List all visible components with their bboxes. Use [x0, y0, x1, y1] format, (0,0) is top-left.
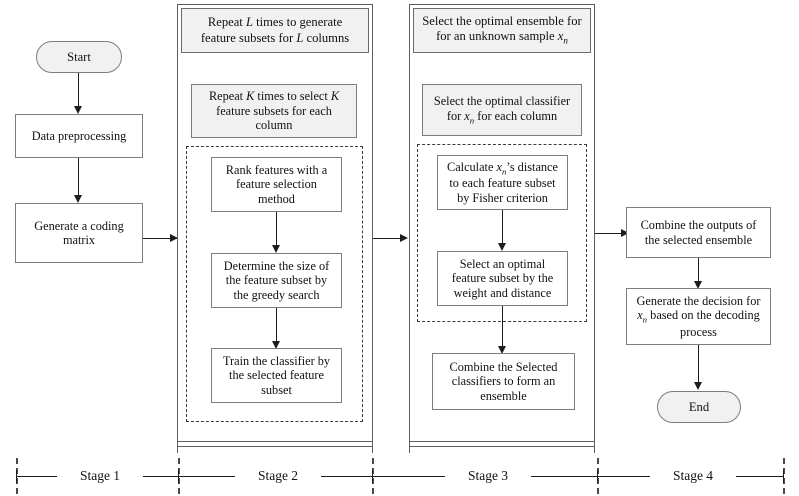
connector-determine-to-train: [276, 308, 277, 346]
stage2-bracket: [177, 441, 373, 453]
ruler-label-stage-2-text: Stage 2: [257, 468, 299, 483]
ruler-label-stage-3-text: Stage 3: [467, 468, 509, 483]
connector-start-to-preprocessing: [78, 73, 79, 111]
arrowhead-preprocessing-to-matrix: [74, 195, 82, 203]
arrowhead-calculate-to-select: [498, 243, 506, 251]
ruler-label-stage-4-text: Stage 4: [672, 468, 714, 483]
connector-stage2-to-stage3: [373, 238, 403, 239]
ruler-tick-3: [597, 470, 598, 483]
ruler-label-stage-1-text: Stage 1: [79, 468, 121, 483]
ruler-label-stage-1: Stage 1: [57, 469, 143, 483]
stage3-bracket: [409, 441, 595, 453]
ruler-line: [16, 476, 783, 477]
end-label: End: [688, 399, 710, 414]
arrowhead-stage2-to-stage3: [400, 234, 408, 242]
arrowhead-rank-to-determine: [272, 245, 280, 253]
ruler-tick-1: [178, 470, 179, 483]
connector-calculate-to-select: [502, 210, 503, 248]
connector-combine-to-decision: [698, 258, 699, 286]
ruler-tick-end: [783, 470, 784, 483]
connector-select-to-combine: [502, 306, 503, 351]
ruler-label-stage-3: Stage 3: [445, 469, 531, 483]
arrowhead-combine-to-decision: [694, 281, 702, 289]
arrowhead-start-to-preprocessing: [74, 106, 82, 114]
connector-rank-to-determine: [276, 212, 277, 250]
ruler-label-stage-4: Stage 4: [650, 469, 736, 483]
start-label: Start: [67, 49, 91, 64]
arrowhead-determine-to-train: [272, 341, 280, 349]
connector-decision-to-end: [698, 345, 699, 387]
ruler-separator-right-edge: [783, 458, 785, 494]
connector-preprocessing-to-matrix: [78, 158, 79, 200]
arrowhead-stage3-to-stage4: [621, 229, 629, 237]
connector-stage3-to-stage4: [595, 233, 625, 234]
node-data-preprocessing: Data preprocessing: [15, 114, 143, 158]
end-node: End: [657, 391, 741, 423]
ruler-tick-2: [372, 470, 373, 483]
arrowhead-stage1-to-stage2: [170, 234, 178, 242]
start-node: Start: [36, 41, 122, 73]
connector-stage1-to-stage2: [143, 238, 179, 239]
node-data-preprocessing-label: Data preprocessing: [31, 128, 127, 143]
stage2-loop-region: [186, 146, 363, 422]
ruler-tick-start: [16, 470, 17, 483]
arrowhead-decision-to-end: [694, 382, 702, 390]
ruler-label-stage-2: Stage 2: [235, 469, 321, 483]
arrowhead-select-to-combine: [498, 346, 506, 354]
